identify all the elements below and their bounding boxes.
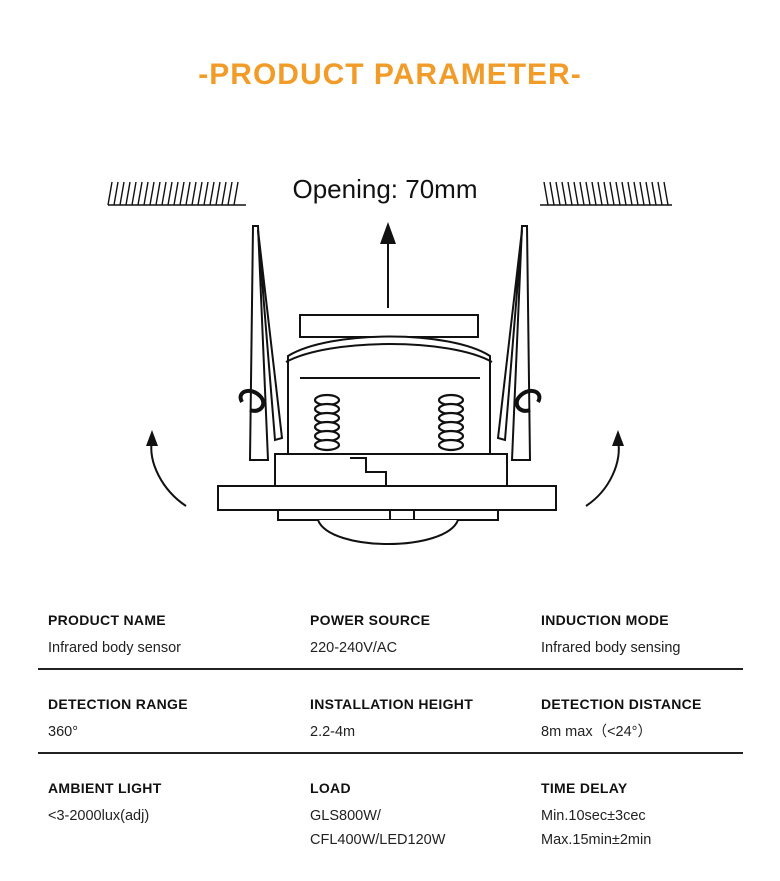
opening-label: Opening: 70mm xyxy=(293,174,478,204)
hatch-mark xyxy=(197,181,203,206)
hatch-mark xyxy=(131,181,137,206)
left-coil-spring xyxy=(313,393,341,452)
hatch-mark xyxy=(221,181,227,206)
ceiling-right-hatch xyxy=(540,181,672,206)
param-label: POWER SOURCE xyxy=(310,612,431,628)
hatch-mark xyxy=(167,181,173,206)
hatch-mark xyxy=(549,181,555,206)
hatch-mark xyxy=(179,181,185,206)
hatch-mark xyxy=(143,181,149,206)
param-value: Infrared body sensing xyxy=(541,640,681,656)
hatch-mark xyxy=(125,181,131,206)
left-rotation-arrow-icon xyxy=(146,430,187,507)
param-value: 220-240V/AC xyxy=(310,640,398,656)
hatch-mark xyxy=(621,181,627,206)
parameter-row: DETECTION RANGE 360° INSTALLATION HEIGHT… xyxy=(38,684,743,768)
hatch-mark xyxy=(627,181,633,206)
param-label: PRODUCT NAME xyxy=(48,612,166,628)
param-label: DETECTION DISTANCE xyxy=(541,696,702,712)
param-time-delay: TIME DELAY Min.10sec±3cec Max.15min±2min xyxy=(541,780,651,852)
parameter-row: PRODUCT NAME Infrared body sensor POWER … xyxy=(38,600,743,684)
hatch-mark xyxy=(107,181,113,206)
param-value: Min.10sec±3cec xyxy=(541,808,646,824)
hatch-mark xyxy=(203,181,209,206)
parameter-row: AMBIENT LIGHT <3-2000lux(adj) LOAD GLS80… xyxy=(38,768,743,858)
hatch-mark xyxy=(603,181,609,206)
hatch-mark xyxy=(137,181,143,206)
param-label: TIME DELAY xyxy=(541,780,628,796)
ceiling-left-hatch xyxy=(107,181,246,206)
hatch-mark xyxy=(215,181,221,206)
right-rotation-arrow-icon xyxy=(585,430,624,507)
hatch-mark xyxy=(663,181,669,206)
hatch-mark xyxy=(161,181,167,206)
hatch-mark xyxy=(209,181,215,206)
left-spring-clip xyxy=(238,225,284,461)
spring-coil xyxy=(437,438,465,452)
hatch-mark xyxy=(555,181,561,206)
param-value: Max.15min±2min xyxy=(541,832,652,848)
param-value: CFL400W/LED120W xyxy=(310,832,446,848)
param-value: 360° xyxy=(48,724,78,740)
param-value: 2.2-4m xyxy=(310,724,356,740)
hatch-mark xyxy=(173,181,179,206)
hatch-mark xyxy=(639,181,645,206)
param-label: DETECTION RANGE xyxy=(48,696,188,712)
up-arrow-icon xyxy=(380,222,396,308)
hatch-mark xyxy=(579,181,585,206)
param-detection-range: DETECTION RANGE 360° xyxy=(48,696,188,744)
param-induction-mode: INDUCTION MODE Infrared body sensing xyxy=(541,612,680,660)
hatch-mark xyxy=(585,181,591,206)
row-divider xyxy=(38,752,743,754)
hatch-mark xyxy=(119,181,125,206)
hatch-mark xyxy=(567,181,573,206)
hatch-mark xyxy=(191,181,197,206)
param-label: AMBIENT LIGHT xyxy=(48,780,162,796)
hatch-mark xyxy=(185,181,191,206)
hatch-mark xyxy=(615,181,621,206)
hatch-mark xyxy=(149,181,155,206)
hatch-mark xyxy=(591,181,597,206)
hatch-mark xyxy=(609,181,615,206)
hatch-mark xyxy=(543,181,549,206)
hatch-mark xyxy=(657,181,663,206)
param-label: LOAD xyxy=(310,780,351,796)
row-divider xyxy=(38,668,743,670)
param-product-name: PRODUCT NAME Infrared body sensor xyxy=(48,612,181,660)
param-installation-height: INSTALLATION HEIGHT 2.2-4m xyxy=(310,696,473,744)
parameter-table: PRODUCT NAME Infrared body sensor POWER … xyxy=(38,600,743,858)
param-value: <3-2000lux(adj) xyxy=(48,808,150,824)
hatch-mark xyxy=(645,181,651,206)
spring-coil xyxy=(313,438,341,452)
param-ambient-light: AMBIENT LIGHT <3-2000lux(adj) xyxy=(48,780,162,828)
hatch-mark xyxy=(633,181,639,206)
hatch-mark xyxy=(155,181,161,206)
hatch-mark xyxy=(597,181,603,206)
right-coil-spring xyxy=(437,393,465,452)
param-load: LOAD GLS800W/ CFL400W/LED120W xyxy=(310,780,445,852)
param-label: INSTALLATION HEIGHT xyxy=(310,696,474,712)
hatch-mark xyxy=(561,181,567,206)
right-spring-clip xyxy=(496,225,542,461)
param-detection-distance: DETECTION DISTANCE 8m max（<24°） xyxy=(541,696,702,744)
param-value: 8m max（<24°） xyxy=(541,724,652,740)
hatch-mark xyxy=(573,181,579,206)
param-label: INDUCTION MODE xyxy=(541,612,669,628)
hatch-mark xyxy=(233,181,239,206)
sensor-housing xyxy=(217,453,557,545)
hatch-mark xyxy=(651,181,657,206)
param-value: GLS800W/ xyxy=(310,808,381,824)
page-title: -PRODUCT PARAMETER- xyxy=(198,58,582,91)
hatch-mark xyxy=(227,181,233,206)
param-value: Infrared body sensor xyxy=(48,640,181,656)
param-power-source: POWER SOURCE 220-240V/AC xyxy=(310,612,430,660)
sensor-installation-diagram: Opening: 70mm xyxy=(90,160,690,560)
hatch-mark xyxy=(113,181,119,206)
